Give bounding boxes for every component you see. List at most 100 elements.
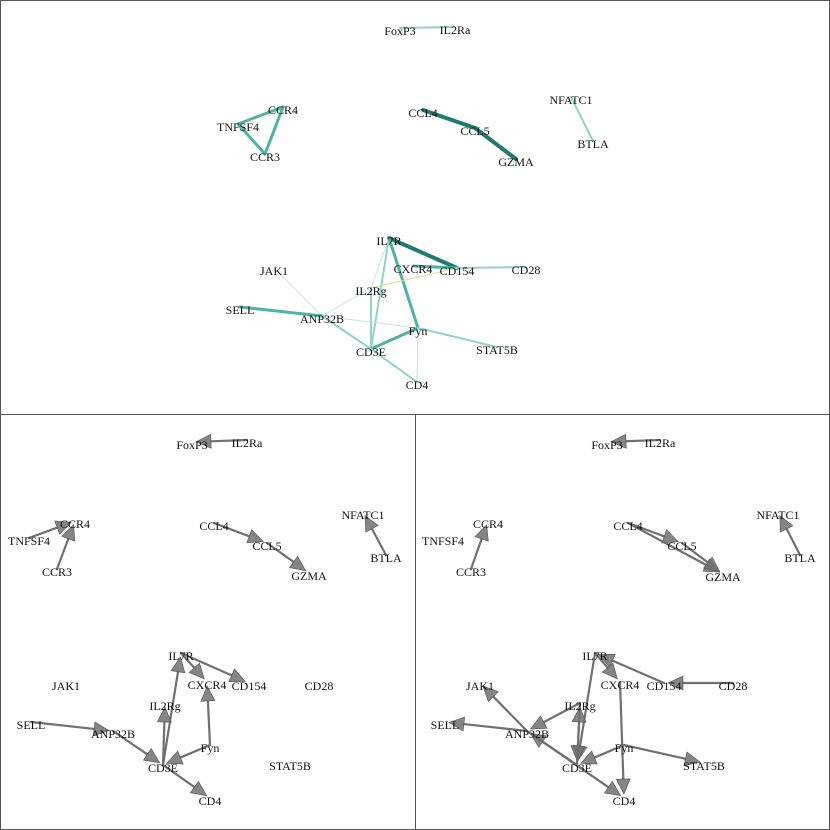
- edge-shaft: [27, 526, 59, 540]
- node-label-CXCR4: CXCR4: [601, 678, 640, 692]
- edge-arrowhead: [571, 706, 587, 723]
- node-label-CD154: CD154: [647, 679, 682, 693]
- node-label-ANP32B: ANP32B: [91, 727, 135, 741]
- edge-IL2Rg-CD154: [370, 267, 458, 289]
- edge-IL2Ra-FoxP3: [610, 433, 662, 449]
- node-label-Fyn: Fyn: [201, 741, 220, 755]
- node-label-BTLA: BTLA: [577, 137, 609, 151]
- edge-shaft: [212, 521, 251, 538]
- edge-shaft: [542, 701, 582, 724]
- edge-shaft: [179, 651, 196, 669]
- edge-shaft: [161, 763, 196, 789]
- node-label-CXCR4: CXCR4: [188, 678, 227, 692]
- edge-arrowhead: [288, 555, 307, 572]
- node-label-ANP32B: ANP32B: [505, 727, 549, 741]
- edge-CD3E-CD4: [370, 348, 418, 383]
- node-label-JAK1: JAK1: [52, 679, 80, 693]
- edge-shaft: [785, 527, 802, 557]
- edge-CD154-IL7R: [598, 653, 666, 685]
- node-label-BTLA: BTLA: [370, 551, 402, 565]
- edge-arrowhead: [92, 721, 110, 737]
- edge-Fyn-STAT5B: [417, 327, 498, 348]
- node-label-CCR4: CCR4: [60, 517, 90, 531]
- edge-IL7R-IL2Rg: [370, 237, 390, 289]
- edge-shaft: [618, 680, 625, 781]
- edge-shaft: [492, 695, 529, 733]
- edge-arrowhead: [364, 514, 379, 533]
- node-label-CCR3: CCR3: [456, 565, 486, 579]
- node-label-STAT5B: STAT5B: [476, 343, 518, 357]
- edge-shaft: [179, 743, 212, 759]
- edge-arrowhead: [474, 524, 489, 542]
- edge-CCR3-CCR4: [55, 524, 76, 571]
- node-label-JAK1: JAK1: [260, 264, 288, 278]
- edge-shaft: [370, 527, 388, 557]
- edge-shaft: [265, 541, 295, 564]
- edge-shaft: [161, 720, 166, 767]
- edge-arrowhead: [683, 751, 701, 767]
- edge-layer: [27, 433, 388, 797]
- node-label-CD28: CD28: [305, 679, 334, 693]
- edge-shaft: [462, 722, 529, 733]
- edge-FoxP3-IL2Ra: [399, 26, 456, 29]
- edge-NFATC1-BTLA: [570, 96, 594, 142]
- edge-CD28-CD154: [667, 675, 735, 691]
- edge-CXCR4-CD154: [411, 264, 459, 270]
- node-label-FoxP3: FoxP3: [176, 438, 207, 452]
- edge-shaft: [206, 699, 212, 747]
- node-label-SELL: SELL: [431, 718, 460, 732]
- edge-CD3E-Fyn: [369, 326, 420, 351]
- edge-TNFSF4-CCR4: [27, 520, 72, 540]
- node-label-STAT5B: STAT5B: [683, 759, 725, 773]
- node-label-TNFSF4: TNFSF4: [8, 534, 50, 548]
- edge-CD3E-IL2Rg: [156, 706, 172, 767]
- edge-CCL5-GZMA: [680, 541, 721, 573]
- node-label-GZMA: GZMA: [291, 569, 327, 583]
- node-label-GZMA: GZMA: [705, 570, 741, 584]
- edge-ANP32B-CD4: [525, 729, 622, 797]
- node-label-STAT5B: STAT5B: [269, 759, 311, 773]
- edge-shaft: [575, 720, 581, 767]
- edge-arrowhead: [529, 715, 548, 730]
- edge-SELL-ANP32B: [29, 720, 110, 737]
- edge-CXCR4-CD4: [615, 680, 631, 795]
- edge-arrowhead: [189, 780, 208, 797]
- node-label-IL2Rg: IL2Rg: [149, 699, 180, 713]
- node-label-CCL5: CCL5: [667, 539, 696, 553]
- edge-shaft: [209, 438, 249, 443]
- edge-Fyn-CD3E: [580, 743, 626, 765]
- edge-BTLA-NFATC1: [364, 514, 388, 557]
- edge-arrowhead: [246, 529, 264, 544]
- edge-CCR4-CCR3: [263, 105, 285, 156]
- edge-SELL-ANP32B: [238, 305, 324, 318]
- node-label-FoxP3: FoxP3: [384, 24, 415, 38]
- edge-Fyn-CXCR4: [200, 685, 216, 747]
- node-label-CD3E: CD3E: [356, 345, 386, 359]
- node-label-ANP32B: ANP32B: [300, 312, 344, 326]
- edge-ANP32B-CD3E: [321, 315, 372, 350]
- edge-Fyn-CD4: [416, 327, 419, 383]
- edge-shaft: [578, 651, 597, 748]
- edge-arrowhead: [54, 520, 72, 535]
- edge-shaft: [525, 729, 610, 789]
- edge-arrowhead: [200, 685, 216, 702]
- edge-BTLA-NFATC1: [779, 514, 802, 557]
- edge-ANP32B-SELL: [448, 716, 529, 733]
- edge-arrowhead: [615, 778, 631, 795]
- edge-IL2Rg-ANP32B: [529, 701, 582, 730]
- edge-CCL5-GZMA: [473, 126, 518, 161]
- edge-shaft: [624, 438, 662, 443]
- edge-TNFSF4-CCR4: [236, 105, 285, 126]
- node-label-CCR3: CCR3: [250, 150, 280, 164]
- node-label-NFATC1: NFATC1: [549, 93, 592, 107]
- node-label-CD28: CD28: [512, 263, 541, 277]
- edge-shaft: [469, 537, 483, 571]
- node-label-CD4: CD4: [613, 794, 636, 808]
- edge-arrowhead: [166, 750, 184, 765]
